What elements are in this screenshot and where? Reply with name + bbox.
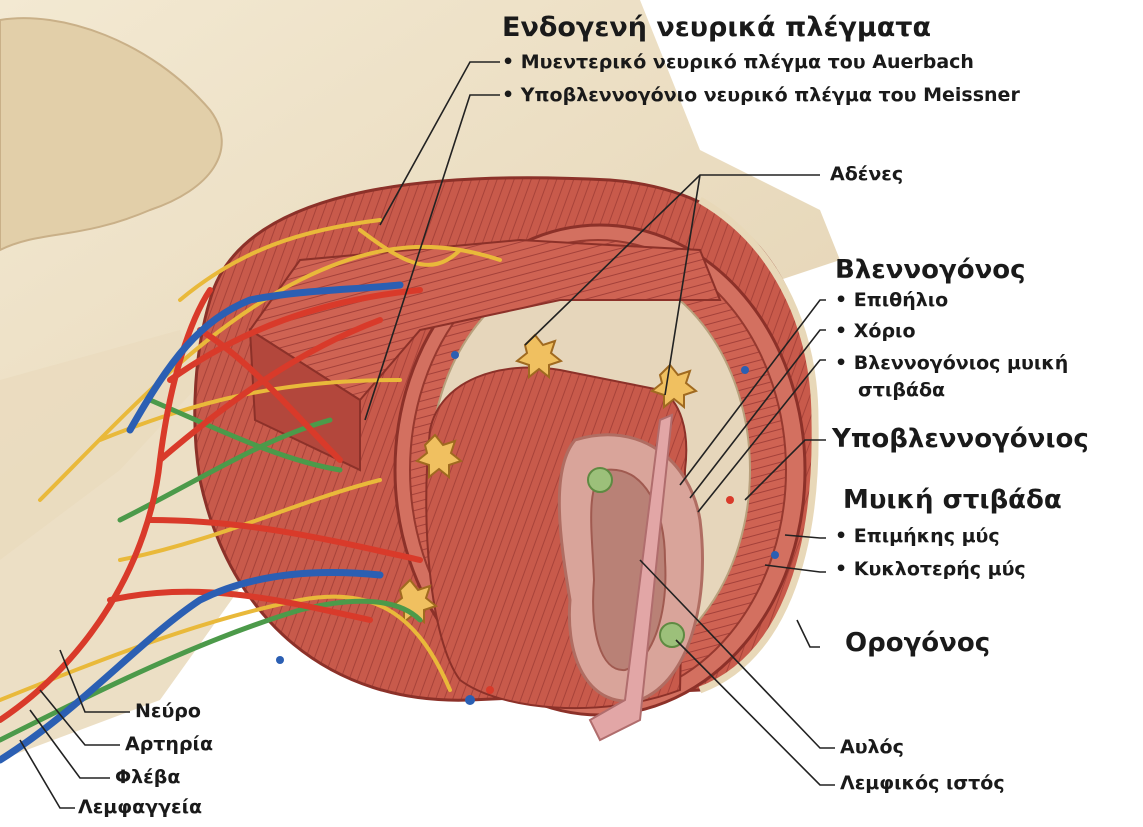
label-submucosa: Υποβλεννογόνιος — [832, 424, 1089, 454]
mucosa-item-epithelium: • Επιθήλιο — [835, 289, 948, 311]
mucosa-item-muscularis-mucosae: • Βλεννογόνιος μυική — [835, 352, 1068, 374]
label-nerve: Νεύρο — [135, 700, 201, 722]
label-lymphoid-tissue: Λεμφικός ιστός — [840, 772, 1005, 794]
label-mucosa: Βλεννογόνος — [835, 255, 1026, 285]
label-vein: Φλέβα — [115, 766, 180, 788]
label-lumen: Αυλός — [840, 736, 904, 758]
label-artery: Αρτηρία — [125, 733, 213, 755]
label-glands: Αδένες — [830, 163, 903, 185]
plexus-title: Ενδογενή νευρικά πλέγματα — [502, 12, 931, 43]
label-lymphatics: Λεμφαγγεία — [78, 796, 202, 818]
label-serosa: Ορογόνος — [845, 628, 990, 658]
muscularis-item-circular: • Κυκλοτερής μύς — [835, 558, 1026, 580]
plexus-item-auerbach: • Μυεντερικό νευρικό πλέγμα του Auerbach — [502, 51, 974, 73]
label-muscularis: Μυική στιβάδα — [843, 485, 1062, 515]
plexus-item-meissner: • Υποβλεννογόνιο νευρικό πλέγμα του Meis… — [502, 84, 1020, 106]
mucosa-item-lamina-propria: • Χόριο — [835, 320, 916, 342]
mucosa-item-muscularis-mucosae-cont: στιβάδα — [858, 379, 945, 401]
muscularis-item-longitudinal: • Επιμήκης μύς — [835, 525, 1000, 547]
